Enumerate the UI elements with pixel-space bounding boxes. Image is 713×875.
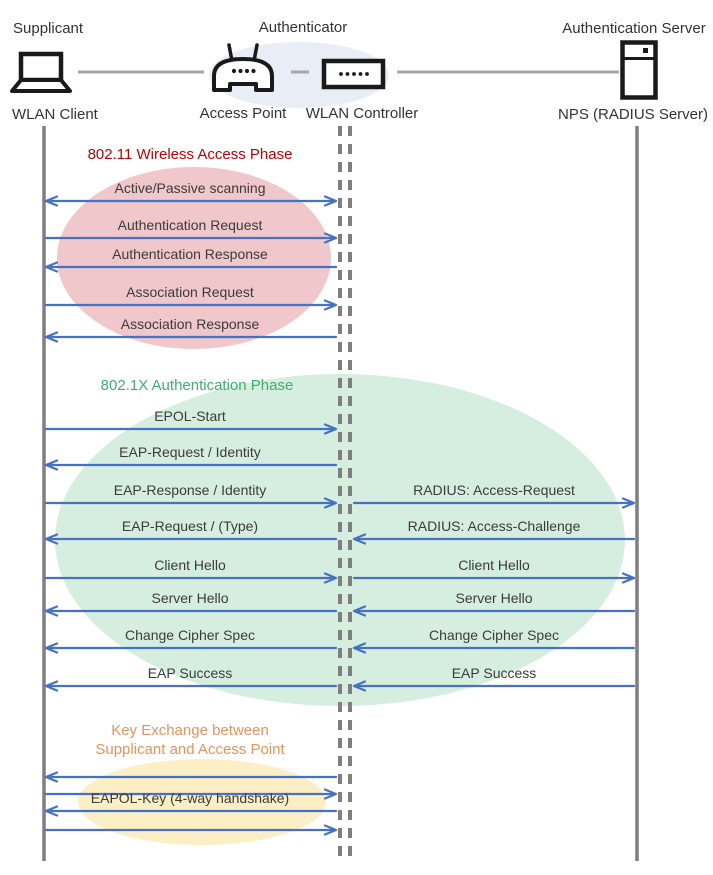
message-arrow bbox=[44, 788, 338, 800]
phase1-title: 802.11 Wireless Access Phase bbox=[87, 146, 293, 163]
access-point-label: Access Point bbox=[199, 105, 287, 122]
message-label: Association Request bbox=[126, 284, 254, 300]
wlan-client-label: WLAN Client bbox=[12, 106, 98, 123]
message-label: Association Response bbox=[120, 316, 260, 332]
phase1-ellipse bbox=[57, 167, 331, 349]
message-arrow bbox=[352, 605, 636, 617]
wlan-controller-icon bbox=[321, 58, 386, 90]
message-label: RADIUS: Access-Request bbox=[413, 482, 575, 498]
message-arrow bbox=[44, 771, 338, 783]
lifelines bbox=[42, 126, 639, 861]
message-label: Authentication Response bbox=[112, 246, 268, 262]
message-arrow bbox=[44, 680, 338, 692]
wlan-controller-label: WLAN Controller bbox=[305, 105, 419, 122]
phase3-title-line2: Supplicant and Access Point bbox=[95, 741, 285, 758]
message-label: Client Hello bbox=[458, 557, 530, 573]
message-arrow bbox=[44, 642, 338, 654]
message-arrows bbox=[44, 195, 636, 836]
message-arrow bbox=[352, 642, 636, 654]
message-label: Active/Passive scanning bbox=[114, 180, 266, 196]
message-arrow bbox=[44, 605, 338, 617]
message-label: EAP-Request / Identity bbox=[119, 444, 261, 460]
message-arrow bbox=[44, 331, 338, 343]
message-label: Authentication Request bbox=[117, 217, 263, 233]
message-label: EAP Success bbox=[451, 665, 537, 681]
message-label: EAP-Request / (Type) bbox=[121, 518, 259, 534]
phase3-title-line1: Key Exchange between bbox=[111, 722, 269, 739]
message-label: EPOL-Start bbox=[154, 408, 226, 424]
message-arrow bbox=[44, 805, 338, 817]
message-label: EAPOL-Key (4-way handshake) bbox=[90, 790, 290, 806]
message-label: Change Cipher Spec bbox=[429, 627, 559, 643]
message-label: EAP Success bbox=[147, 665, 233, 681]
laptop-icon bbox=[10, 51, 72, 93]
message-arrow bbox=[352, 680, 636, 692]
message-arrow bbox=[44, 195, 338, 207]
access-point-icon bbox=[212, 43, 274, 92]
message-arrow bbox=[44, 533, 338, 545]
message-arrow bbox=[44, 261, 338, 273]
server-icon bbox=[620, 40, 658, 100]
authenticator-role-label: Authenticator bbox=[258, 19, 348, 36]
message-arrow bbox=[352, 533, 636, 545]
message-arrow bbox=[352, 572, 636, 584]
supplicant-role-label: Supplicant bbox=[13, 20, 84, 37]
message-arrow bbox=[44, 572, 338, 584]
phase2-title: 802.1X Authentication Phase bbox=[100, 377, 294, 394]
message-arrow bbox=[352, 497, 636, 509]
message-arrow bbox=[44, 423, 338, 435]
message-label: RADIUS: Access-Challenge bbox=[407, 518, 581, 534]
message-label: Server Hello bbox=[455, 590, 533, 606]
auth-server-role-label: Authentication Server bbox=[562, 20, 706, 37]
message-arrow bbox=[44, 497, 338, 509]
message-label: Server Hello bbox=[151, 590, 229, 606]
message-arrow bbox=[44, 232, 338, 244]
message-arrow bbox=[44, 299, 338, 311]
nps-radius-server-label: NPS (RADIUS Server) bbox=[557, 106, 709, 123]
message-arrow bbox=[44, 459, 338, 471]
phase3-ellipse bbox=[78, 759, 326, 845]
message-label: Change Cipher Spec bbox=[125, 627, 255, 643]
message-arrow bbox=[44, 824, 338, 836]
message-label: Client Hello bbox=[154, 557, 226, 573]
message-label: EAP-Response / Identity bbox=[113, 482, 267, 498]
